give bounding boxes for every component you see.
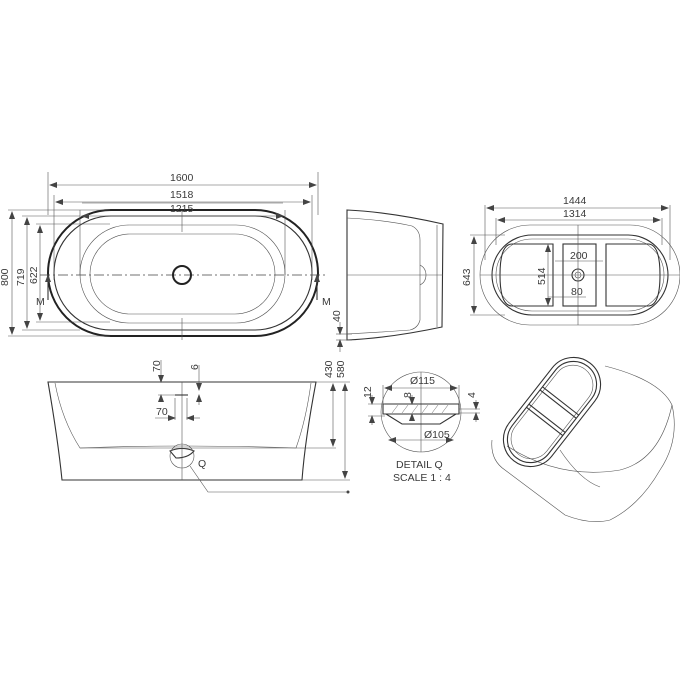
iso-rim-outer bbox=[502, 356, 602, 468]
dim-basin-width: 622 bbox=[28, 266, 40, 284]
dim-rim-length: 1518 bbox=[170, 189, 194, 201]
detail-q-marker bbox=[169, 443, 195, 469]
side-profile-outline bbox=[346, 209, 444, 341]
dim-rim-offset: 40 bbox=[331, 310, 343, 322]
basin-outline bbox=[79, 224, 286, 324]
front-view: Q 70 70 6 430 580 bbox=[47, 360, 350, 494]
detail-q: Ø115 Ø105 12 8 4 DETAIL Q SCALE 1 : 4 bbox=[362, 371, 480, 484]
dim-total-thickness: 12 bbox=[362, 386, 374, 398]
dim-overall-width: 800 bbox=[0, 268, 11, 286]
bottom-view: 1444 1314 643 514 200 80 bbox=[461, 195, 680, 326]
side-section-view: 40 bbox=[331, 209, 444, 352]
dim-support-height: 514 bbox=[536, 267, 548, 285]
dim-cover-thickness: 8 bbox=[402, 392, 414, 398]
section-marker-right: M bbox=[322, 296, 331, 308]
dim-inner-depth: 430 bbox=[323, 360, 335, 378]
dim-drain-diameter: 80 bbox=[571, 286, 583, 298]
detail-q-scale: SCALE 1 : 4 bbox=[393, 472, 451, 484]
dim-outer-diameter: Ø115 bbox=[410, 375, 435, 387]
section-marker-left: M bbox=[36, 296, 45, 308]
basin-floor-outline bbox=[89, 233, 276, 315]
detail-q-title: DETAIL Q bbox=[396, 459, 443, 471]
drain-icon bbox=[172, 265, 192, 285]
dim-base-length: 1444 bbox=[563, 195, 587, 207]
dim-overflow-offset: 6 bbox=[189, 364, 201, 370]
iso-body-outline bbox=[491, 365, 675, 522]
dim-total-height: 580 bbox=[335, 360, 347, 378]
dim-overflow-spacing: 70 bbox=[156, 406, 168, 418]
dim-overflow-height: 70 bbox=[151, 360, 163, 372]
dim-basin-length: 1215 bbox=[170, 203, 194, 215]
dim-inner-length: 1314 bbox=[563, 208, 587, 220]
tub-rim-outline bbox=[53, 215, 313, 331]
dim-rim-thickness: 4 bbox=[466, 392, 478, 398]
dim-base-width: 643 bbox=[461, 268, 473, 286]
dim-center-frame-width: 200 bbox=[570, 250, 588, 262]
tub-outer-outline bbox=[47, 209, 319, 337]
dim-rim-width: 719 bbox=[15, 268, 27, 286]
detail-q-label: Q bbox=[198, 458, 206, 470]
top-view: M M 1600 1518 1215 800 719 622 bbox=[0, 172, 331, 340]
dim-inner-diameter: Ø105 bbox=[424, 429, 450, 441]
dim-overall-length: 1600 bbox=[170, 172, 194, 184]
isometric-view bbox=[491, 356, 675, 522]
